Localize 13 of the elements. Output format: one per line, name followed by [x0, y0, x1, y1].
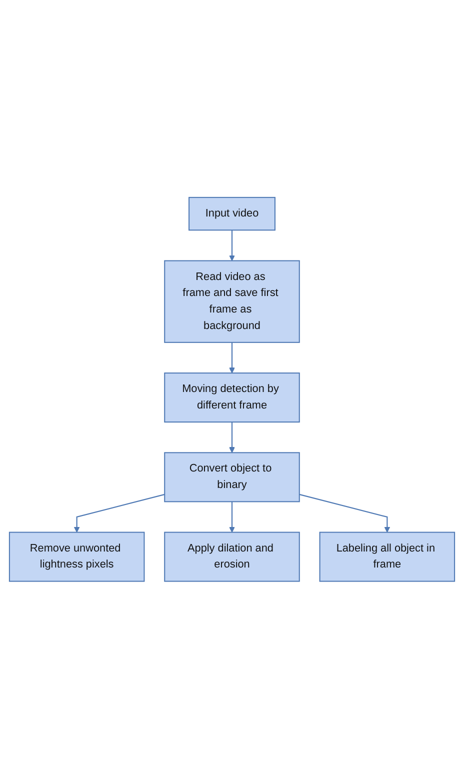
node-box: Moving detection by different frame	[164, 372, 300, 422]
node-box: Labeling all object in frame	[319, 531, 456, 582]
arrow	[229, 501, 235, 532]
arrow	[299, 494, 390, 532]
arrow	[229, 342, 235, 373]
node-box: Apply dilation and erosion	[164, 531, 300, 582]
node-box: Input video	[188, 196, 276, 230]
node-box: Remove unwonted lightness pixels	[8, 531, 145, 582]
node-box: Read video as frame and save first frame as background	[164, 260, 300, 343]
arrow	[229, 422, 235, 453]
arrow	[229, 230, 235, 261]
node-box: Convert object to binary	[164, 452, 300, 502]
arrow	[74, 494, 165, 532]
